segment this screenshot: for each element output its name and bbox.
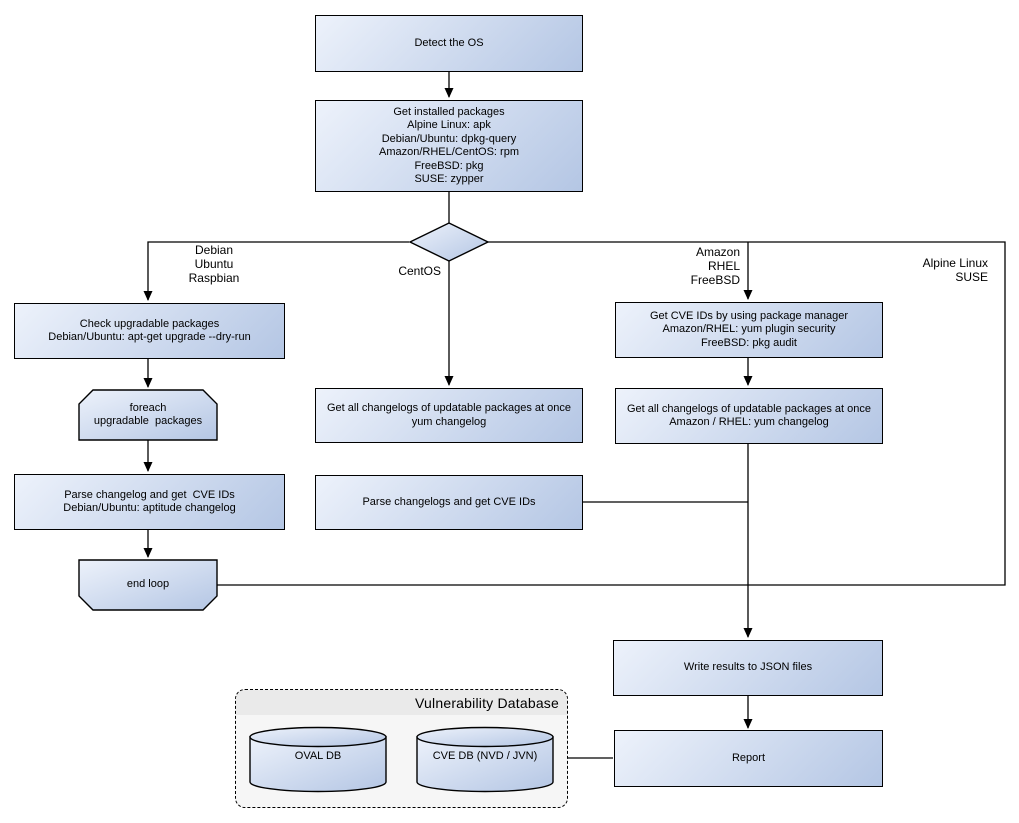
edge-label-centos: CentOS [398,264,441,278]
node-get-changelogs-centos: Get all changelogs of updatable packages… [315,388,583,443]
edge-label-amazon-rhel-freebsd: Amazon RHEL FreeBSD [690,245,740,287]
node-get-changelogs-amazon-rhel: Get all changelogs of updatable packages… [615,388,883,444]
node-parse-changelog-debian: Parse changelog and get CVE IDs Debian/U… [14,474,285,530]
node-end-loop: end loop [126,578,170,591]
node-parse-changelogs-centos: Parse changelogs and get CVE IDs [315,475,583,530]
decision-diamond [408,222,490,262]
group-title: Vulnerability Database [415,694,559,711]
node-detect-os: Detect the OS [315,15,583,72]
vulnerability-database-header: Vulnerability Database [236,690,567,715]
oval-db-label: OVAL DB [294,750,342,763]
node-get-installed-packages: Get installed packages Alpine Linux: apk… [315,100,583,192]
edge-label-alpine-suse: Alpine Linux SUSE [922,256,988,284]
node-check-upgradable-packages: Check upgradable packages Debian/Ubuntu:… [14,303,285,359]
node-get-cve-ids-pkg-manager: Get CVE IDs by using package manager Ama… [615,302,883,358]
node-foreach-loop: foreach upgradable packages [93,401,203,428]
edge-label-debian-ubuntu-raspbian: Debian Ubuntu Raspbian [188,243,240,285]
node-report: Report [614,730,883,787]
cve-db-label: CVE DB (NVD / JVN) [432,750,538,763]
node-write-results-json: Write results to JSON files [613,640,883,696]
